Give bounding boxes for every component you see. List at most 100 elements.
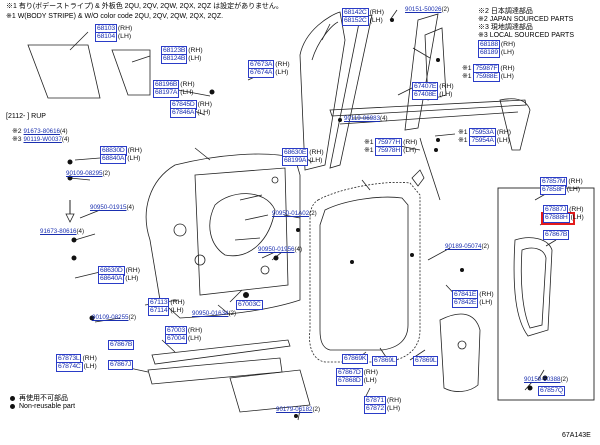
part-label-67868D[interactable]: 67868D(LH)	[336, 376, 377, 386]
part-number-91673b[interactable]: 91673-80616	[40, 228, 77, 235]
filled-dot-icon	[10, 395, 15, 401]
part-label-67869K[interactable]: 67869K	[342, 354, 369, 364]
note-line-2: ※1 W(BODY STRIPE) & W/O color code 2QU, …	[6, 13, 224, 20]
part-number-67857Q[interactable]: 67857Q	[538, 386, 565, 396]
part-number-68189[interactable]: 68189	[478, 48, 500, 58]
quarter-glass-shape	[111, 49, 151, 96]
part-number-67003C[interactable]: 67003C	[236, 300, 263, 310]
part-number-68197A[interactable]: 68197A	[153, 88, 180, 98]
part-number-90189[interactable]: 90189-05074	[445, 243, 482, 250]
part-number-68199A[interactable]: 68199A	[282, 156, 309, 166]
part-label-90109b[interactable]: 90109-08255(2)	[92, 314, 136, 322]
part-label-90119a[interactable]: 90119-06983(4)	[344, 115, 388, 123]
part-number-91673a[interactable]: 91673-80616	[23, 128, 60, 135]
part-number-68152C[interactable]: 68152C	[342, 16, 369, 26]
part-label-67867B[interactable]: 67867B	[108, 340, 135, 350]
part-number-67868D[interactable]: 67868D	[336, 376, 363, 386]
part-number-90179[interactable]: 90179-06182	[276, 406, 313, 413]
part-prefix: ※2	[12, 128, 22, 135]
part-label-67858F[interactable]: 67858F(LH)	[540, 185, 580, 195]
part-label-67869L-b[interactable]: 67869L	[413, 356, 439, 366]
part-label-68152C[interactable]: 68152C(LH)	[342, 16, 383, 26]
part-label-68840A[interactable]: 68840A(LH)	[100, 154, 140, 164]
part-label-67408E[interactable]: 67408E(LH)	[412, 90, 452, 100]
part-number-67842E[interactable]: 67842E	[452, 298, 479, 308]
part-label-91673b[interactable]: 91673-80616(4)	[40, 228, 84, 236]
part-label-67869L-a[interactable]: 67869L	[372, 356, 398, 366]
part-number-75978H[interactable]: 75978H	[375, 146, 403, 156]
part-label-90950d[interactable]: 90950-01634(2)	[192, 310, 236, 318]
part-number-67867J[interactable]: 67867J	[108, 360, 134, 370]
part-number-90950b[interactable]: 90950-01A02	[272, 210, 310, 217]
part-number-90109a[interactable]: 90109-08295	[66, 170, 103, 177]
part-number-67869K[interactable]: 67869K	[342, 354, 369, 364]
part-number-90159[interactable]: 90159-50388	[524, 376, 561, 383]
part-number-68640A[interactable]: 68640A	[98, 274, 125, 284]
part-suffix: (RH)	[496, 129, 512, 136]
part-label-67004[interactable]: 67004(LH)	[165, 334, 201, 344]
part-number-90119a[interactable]: 90119-06983	[344, 115, 381, 122]
part-prefix: ※1	[458, 129, 468, 136]
part-label-67888H[interactable]: 67888H(LH)	[543, 213, 584, 223]
part-number-67869L-2[interactable]: 67869L	[413, 356, 439, 366]
part-label-67872[interactable]: 67872(LH)	[364, 404, 400, 414]
part-label-68124B[interactable]: 68124B(LH)	[161, 54, 201, 64]
part-number-67674A[interactable]: 67674A	[248, 68, 275, 78]
part-label-90159[interactable]: 90159-50388(2)	[524, 376, 568, 384]
part-label-67857Q[interactable]: 67857Q	[538, 386, 566, 396]
part-label-90189[interactable]: 90189-05074(2)	[445, 243, 489, 251]
part-label-67846A[interactable]: 67846A(LH)	[170, 108, 210, 118]
part-label-68197A[interactable]: 68197A(LH)	[153, 88, 193, 98]
part-number-67408E[interactable]: 67408E	[412, 90, 439, 100]
part-label-67867J[interactable]: 67867J	[108, 360, 134, 370]
part-number-90109b[interactable]: 90109-08255	[92, 314, 129, 321]
part-label-67867B-box[interactable]: 67867B	[543, 230, 570, 240]
part-number-90119b[interactable]: 90119-W0037	[23, 136, 62, 143]
part-label-90950b[interactable]: 90950-01A02(2)	[272, 210, 317, 218]
part-label-68640A[interactable]: 68640A(LH)	[98, 274, 138, 284]
part-number-67004[interactable]: 67004	[165, 334, 187, 344]
part-number-67869L[interactable]: 67869L	[372, 356, 398, 366]
part-label-67674A[interactable]: 67674A(LH)	[248, 68, 288, 78]
part-label-90950c[interactable]: 90950-01956(4)	[258, 246, 302, 254]
part-prefix: ※1	[462, 73, 472, 80]
part-label-68189[interactable]: 68189(LH)	[478, 48, 514, 58]
part-prefix: ※1	[364, 139, 374, 146]
part-number-90151[interactable]: 90151-50026	[405, 6, 442, 13]
part-number-90950d[interactable]: 90950-01634	[192, 310, 229, 317]
part-suffix: (LH)	[500, 49, 515, 56]
part-number-67872[interactable]: 67872	[364, 404, 386, 414]
part-number-67858F[interactable]: 67858F	[540, 185, 566, 195]
part-number-90950a[interactable]: 90950-01915	[90, 204, 127, 211]
part-label-90109a[interactable]: 90109-08295(2)	[66, 170, 110, 178]
part-number-67867B[interactable]: 67867B	[108, 340, 135, 350]
part-suffix: (RH)	[479, 291, 494, 298]
part-label-90179[interactable]: 90179-06182(2)	[276, 406, 320, 414]
part-label-67114[interactable]: 67114(LH)	[148, 306, 184, 316]
part-label-67842E[interactable]: 67842E(LH)	[452, 298, 492, 308]
part-number-67846A[interactable]: 67846A	[170, 108, 197, 118]
part-label-68199A[interactable]: 68199A(LH)	[282, 156, 322, 166]
part-number-67874C[interactable]: 67874C	[56, 362, 83, 372]
part-number-90950c[interactable]: 90950-01956	[258, 246, 295, 253]
part-label-68104[interactable]: 68104(LH)	[95, 32, 131, 42]
part-label-90950a[interactable]: 90950-01915(4)	[90, 204, 134, 212]
part-label-67003C[interactable]: 67003C	[236, 300, 264, 310]
part-label-67874C[interactable]: 67874C(LH)	[56, 362, 97, 372]
part-number-75954A[interactable]: 75954A	[469, 136, 496, 146]
part-number-68840A[interactable]: 68840A	[100, 154, 127, 164]
part-suffix: (RH)	[117, 25, 133, 32]
part-number-67888H[interactable]: 67888H	[543, 213, 570, 223]
part-label-90151[interactable]: 90151-50026(2)	[405, 6, 449, 14]
part-number-67114[interactable]: 67114	[148, 306, 170, 316]
part-suffix: (RH)	[569, 206, 584, 213]
part-number-67867B-inset[interactable]: 67867B	[543, 230, 570, 240]
part-number-68124B[interactable]: 68124B	[161, 54, 188, 64]
part-number-75988E[interactable]: 75988E	[473, 72, 500, 82]
part-number-68104[interactable]: 68104	[95, 32, 117, 42]
